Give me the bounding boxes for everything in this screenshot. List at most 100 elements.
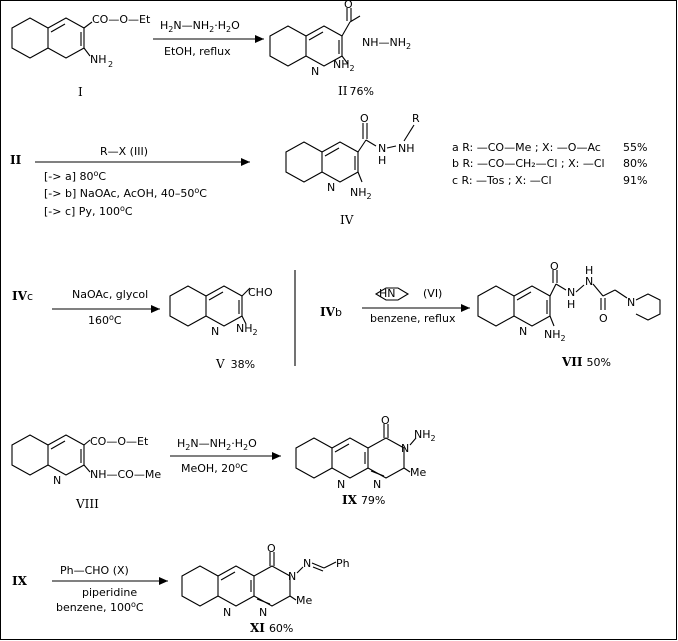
methyl-group: Me	[410, 466, 426, 479]
r-group: R	[412, 112, 420, 125]
carbonyl-2-oxygen: O	[599, 312, 608, 325]
reagent: NaOAc, glycol	[72, 288, 148, 301]
methyl-group: Me	[296, 594, 312, 607]
condition-b: [-> b] NaOAc, AcOH, 40–50oC	[44, 186, 207, 200]
n1-nitrogen: N	[373, 478, 381, 491]
compound-VIII: CO—O—Et NH—CO—Me N VIII	[11, 434, 161, 511]
compound-label: VIII	[75, 497, 99, 511]
condition-c: [-> c] Py, 100oC	[44, 204, 133, 218]
variant-list: a R: —CO—Me ; X: —O—Ac 55% b R: —CO—CH₂—…	[452, 141, 647, 187]
piperidine-nh: HN	[379, 287, 396, 300]
variant-c-yield: 91%	[623, 174, 647, 187]
reagent-RX: R—X (III)	[100, 145, 148, 158]
amide-hydrogen: H	[378, 154, 386, 167]
carbonyl-oxygen: O	[344, 0, 353, 11]
reaction-1: H2N—NH2·H2O EtOH, reflux	[153, 19, 264, 58]
variant-c: c R: —Tos ; X: —Cl	[452, 174, 552, 187]
n3-nitrogen: N	[288, 570, 296, 583]
reaction-3: IVc NaOAc, glycol 160oC	[12, 288, 160, 327]
carbonyl-oxygen: O	[360, 112, 369, 125]
starting-material: IX	[12, 574, 28, 588]
ring-nitrogen: N	[327, 181, 335, 194]
variant-a-yield: 55%	[623, 141, 647, 154]
variant-b-yield: 80%	[623, 157, 647, 170]
arrow-head	[461, 304, 470, 312]
variant-a: a R: —CO—Me ; X: —O—Ac	[452, 141, 601, 154]
ester-group: CO—O—Et	[90, 435, 149, 448]
hydrazide-group: NH—NH2	[362, 36, 411, 51]
variant-b: b R: —CO—CH₂—Cl ; X: —Cl	[452, 157, 605, 170]
imine-nitrogen: N	[303, 557, 311, 570]
starting-material: IVc	[12, 289, 33, 303]
starting-material: IVb	[320, 305, 342, 319]
arrow-head	[151, 305, 160, 313]
conditions: MeOH, 20oC	[181, 461, 248, 475]
ester-group: CO—O—Et	[92, 13, 151, 26]
hydrazide-h2: H	[585, 264, 593, 277]
hydrazide-h1: H	[567, 298, 575, 311]
amine-group: NH2	[333, 58, 355, 73]
hydrazine-nh: NH	[398, 142, 415, 155]
piperidine-nitrogen: N	[627, 296, 635, 309]
ring-nitrogen: N	[311, 65, 319, 78]
reaction-4: IVb HN (VI) benzene, reflux	[320, 287, 470, 325]
arrow-head	[159, 577, 168, 585]
reagent-label: (VI)	[423, 287, 442, 300]
ring-nitrogen: N	[519, 325, 527, 338]
condition-a: [-> a] 80oC	[44, 169, 106, 183]
compound-label: IV	[340, 213, 354, 227]
phenyl-group: Ph	[336, 557, 350, 570]
arrow-head	[272, 452, 281, 460]
reagent: Ph—CHO (X)	[60, 564, 129, 577]
piperidine-reagent: HN	[374, 287, 410, 301]
amino-group: NH2	[414, 428, 436, 443]
n1-nitrogen: N	[259, 606, 267, 619]
amide-nitrogen: N	[378, 142, 386, 155]
carbonyl-oxygen: O	[550, 260, 559, 273]
ring-nitrogen: N	[53, 474, 61, 487]
reagent-hydrazine: H2N—NH2·H2O	[160, 19, 240, 34]
amine-group: NH	[90, 53, 107, 66]
reaction-6: IX Ph—CHO (X) piperidine benzene, 100oC	[12, 564, 168, 614]
aldehyde-group: CHO	[248, 286, 273, 299]
amine-group: NH2	[236, 322, 258, 337]
n8-nitrogen: N	[223, 606, 231, 619]
n8-nitrogen: N	[337, 478, 345, 491]
conditions: 160oC	[88, 313, 122, 327]
reaction-2: II R—X (III) [-> a] 80oC [-> b] NaOAc, A…	[10, 145, 250, 218]
compound-IV: O N H NH R N NH2 IV	[285, 112, 420, 227]
reagent-hydrazine: H2N—NH2·H2O	[177, 437, 257, 452]
amide-group: NH—CO—Me	[90, 468, 161, 481]
carbonyl-oxygen: O	[381, 414, 390, 427]
condition-1: piperidine	[82, 586, 137, 599]
conditions: EtOH, reflux	[164, 45, 231, 58]
amine-group: NH2	[544, 328, 566, 343]
conditions: benzene, reflux	[370, 312, 456, 325]
hydrazide-n1: N	[567, 286, 575, 299]
amine-group: NH2	[350, 186, 372, 201]
arrow-head	[255, 35, 264, 43]
compound-label: I	[78, 85, 83, 99]
compound-I: CO—O—Et NH 2 I	[11, 13, 151, 99]
arrow-head	[241, 158, 250, 166]
n3-nitrogen: N	[401, 442, 409, 455]
starting-material: II	[10, 153, 22, 167]
condition-2: benzene, 100oC	[56, 600, 144, 614]
amine-subscript: 2	[108, 60, 113, 69]
carbonyl-oxygen: O	[267, 542, 276, 555]
hydrazide-n2: N	[585, 275, 593, 288]
ring-nitrogen: N	[211, 325, 219, 338]
reaction-5: H2N—NH2·H2O MeOH, 20oC	[170, 437, 281, 475]
